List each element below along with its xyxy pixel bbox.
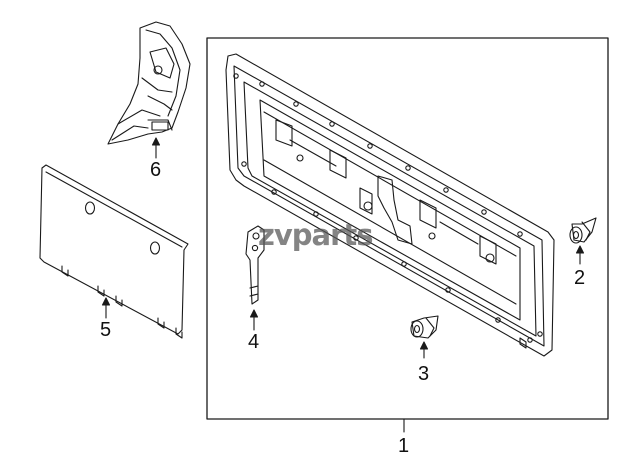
part-3-clip [410, 315, 439, 339]
callout-6: 6 [150, 159, 162, 181]
callout-1: 1 [398, 435, 410, 457]
callout-5: 5 [100, 319, 112, 341]
callout-2: 2 [574, 267, 586, 289]
part-2-clip [569, 217, 597, 244]
part-1-tailgate-panel [225, 53, 555, 357]
part-5-cover-panel [39, 164, 189, 339]
part-6-bracket [107, 21, 191, 145]
assembly-frame [206, 37, 609, 420]
callout-3: 3 [418, 363, 430, 385]
callout-4: 4 [248, 331, 260, 353]
watermark-logo: zvparts [258, 218, 374, 252]
part-4-strap [245, 225, 265, 305]
